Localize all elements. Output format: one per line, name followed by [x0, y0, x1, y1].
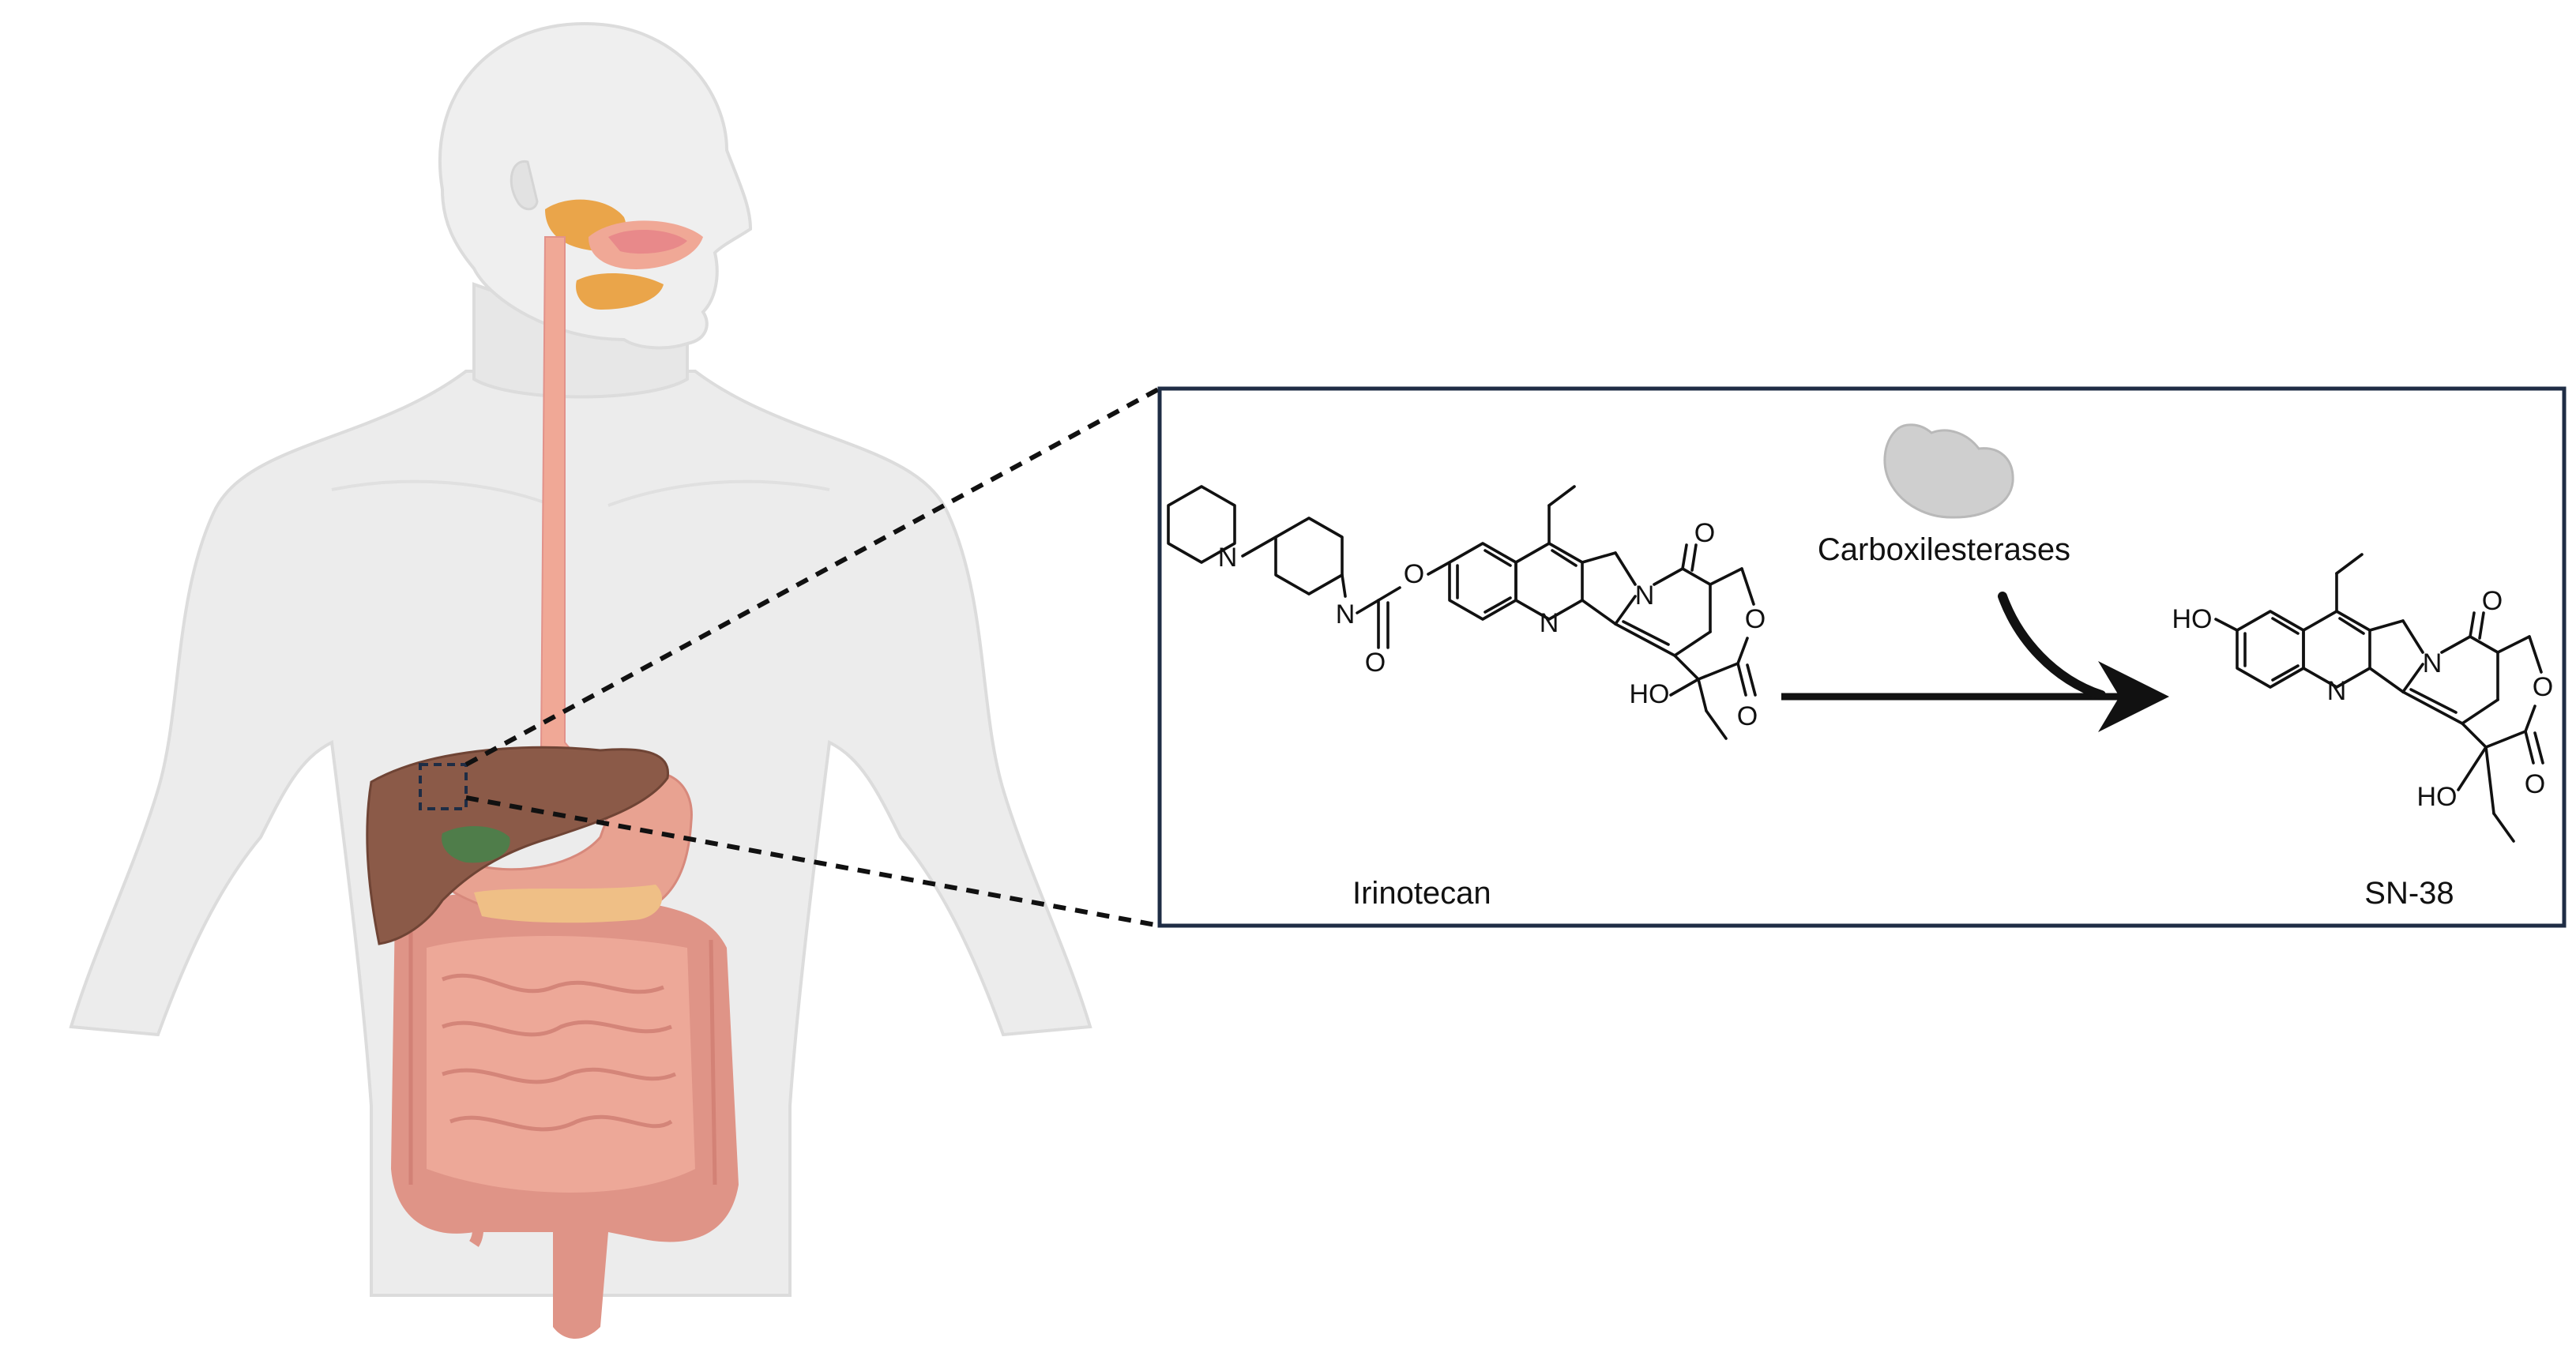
atom-n-lactam: N [1635, 581, 1655, 611]
atom-n-carbamate: N [1336, 599, 1356, 629]
atom-n-sn38-lactam: N [2423, 648, 2442, 678]
atom-n-sn38-quinoline: N [2327, 676, 2347, 706]
atom-o-lactone-ring: O [1745, 604, 1766, 634]
atom-o-ester: O [1404, 559, 1424, 589]
atom-n-quinoline: N [1540, 608, 1559, 638]
atom-o-sn38-lactone-ring: O [2533, 672, 2553, 702]
atom-ho-sn38: HO [2417, 782, 2458, 812]
pancreas [474, 885, 662, 922]
atom-o-sn38-lactone-carbonyl: O [2525, 769, 2545, 799]
atom-o-lactam: O [1694, 518, 1715, 548]
enzyme-label: Carboxilesterases [1818, 532, 2070, 567]
atom-o-sn38-lactam: O [2482, 586, 2503, 616]
atom-o-carbonyl: O [1365, 648, 1386, 678]
atom-o-lactone-carbonyl: O [1737, 701, 1758, 731]
atom-n-piperidine: N [1218, 543, 1238, 573]
sn38-label: SN-38 [2364, 876, 2454, 911]
irinotecan-label: Irinotecan [1352, 876, 1491, 911]
atom-ho-phenol: HO [2172, 604, 2213, 634]
atom-ho-irinotecan: HO [1630, 679, 1670, 709]
